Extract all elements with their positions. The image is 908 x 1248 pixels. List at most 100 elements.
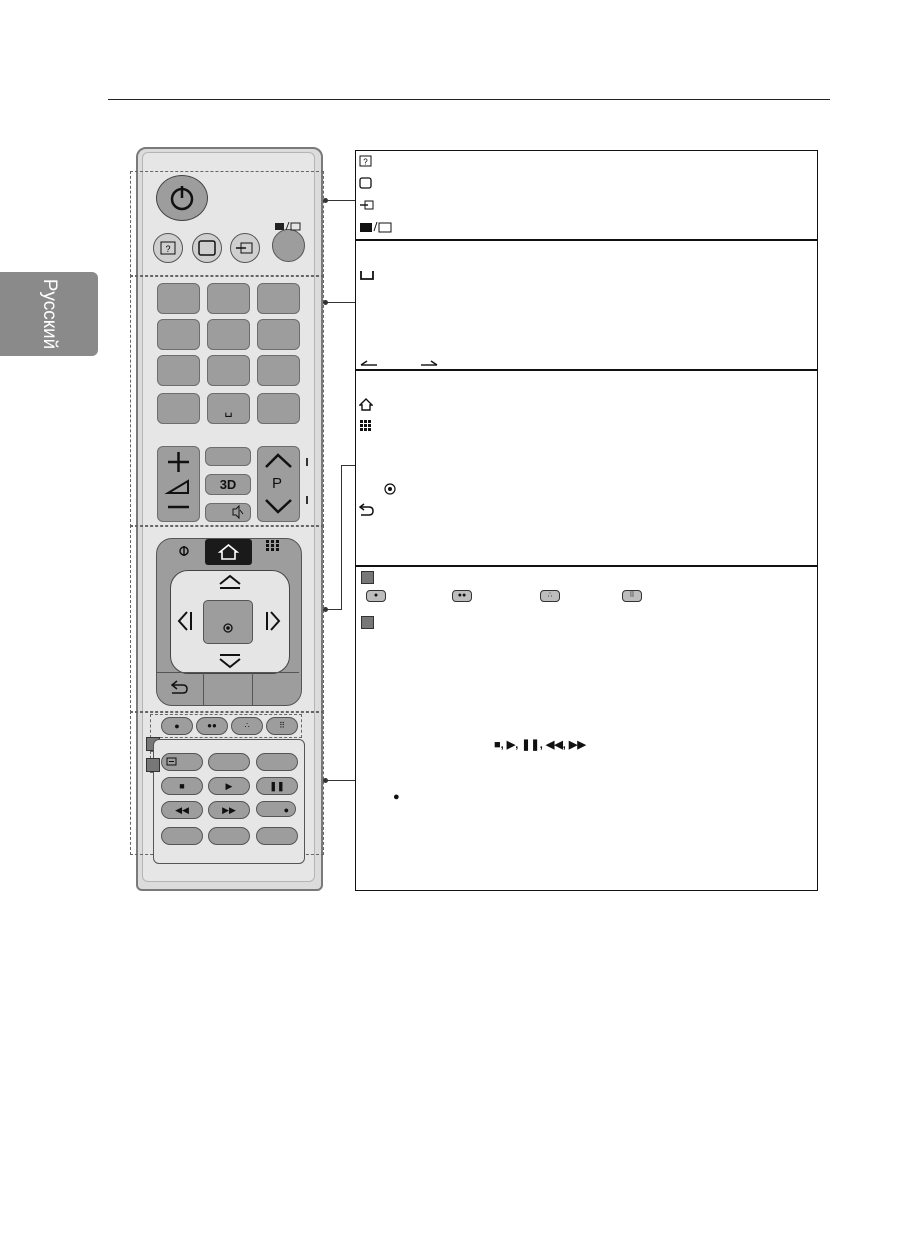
screen-icon [359,177,373,195]
home-button[interactable] [205,539,252,565]
green-key[interactable]: ●● [196,717,228,735]
number-key-2[interactable] [207,283,250,314]
center-key[interactable] [205,447,251,466]
section-marker-1-legend [361,571,374,584]
tv-radio-icon [274,218,302,236]
power-icon [170,186,194,211]
blue-key-legend: ⠿ [622,590,642,602]
guide-button[interactable] [203,672,253,705]
yellow-key[interactable]: ∴ [231,717,263,735]
space-icon: ␣ [224,402,233,417]
input-icon [359,199,375,217]
blue-key[interactable]: ⠿ [266,717,298,735]
home-icon [358,398,374,416]
ok-button[interactable] [203,600,253,644]
number-key-1[interactable] [157,283,200,314]
number-key-8[interactable] [207,355,250,386]
number-key-4[interactable] [157,319,200,350]
red-key[interactable]: ● [161,717,193,735]
mute-key[interactable] [205,503,251,522]
volume-rocker[interactable] [157,446,200,522]
bottom-key-3[interactable] [256,827,298,845]
section-marker-2-legend [361,616,374,629]
tv-radio-button[interactable] [272,229,305,262]
divider-1 [355,239,818,241]
3d-label: 3D [219,477,237,492]
playback-symbols: ■, ▶, ❚❚, ◀◀, ▶▶ [494,739,586,751]
help-button[interactable]: ? [153,233,183,263]
ok-icon [223,623,233,633]
svg-text:?: ? [363,158,368,167]
space-key[interactable]: ␣ [207,393,250,424]
page-up-mark [306,458,308,466]
number-key-9[interactable] [257,355,300,386]
number-key-6[interactable] [257,319,300,350]
record-key[interactable]: ● [256,801,296,817]
input-icon [236,242,253,254]
home-icon [217,543,240,560]
program-symbols [265,453,292,514]
leader-line-1 [326,200,356,201]
page-down-mark [306,496,308,504]
help-icon: ? [359,155,373,173]
text-key[interactable] [161,753,203,771]
leader-line-3a [326,609,342,610]
grid-icon[interactable] [264,538,282,557]
play-key[interactable]: ▶ [208,777,250,795]
program-rocker[interactable]: P [257,446,300,522]
power-button[interactable] [156,175,208,221]
q-menu-icon[interactable] [170,542,198,565]
space-icon [359,268,375,286]
grid-icon [359,419,373,437]
screen-icon [198,240,216,256]
mute-icon [232,504,244,520]
t-opt-key[interactable] [208,753,250,771]
bottom-key-1[interactable] [161,827,203,845]
header-rule [108,99,830,100]
ok-icon [383,482,397,501]
description-frame [355,150,818,891]
forward-key[interactable]: ▶▶ [208,801,250,819]
subtitle-key[interactable] [256,753,298,771]
list-key[interactable] [157,393,200,424]
leader-line-4 [326,780,356,781]
back-icon [170,680,188,694]
leader-line-3c [341,465,356,466]
back-icon [358,503,375,521]
screen-button[interactable] [192,233,222,263]
exit-button[interactable] [252,672,299,705]
pause-key[interactable]: ❚❚ [256,777,298,795]
yellow-key-legend: ∴ [540,590,560,602]
bottom-key-2[interactable] [208,827,250,845]
help-icon: ? [160,241,176,255]
back-button[interactable] [157,672,204,705]
red-key-legend: ● [366,590,386,602]
color-keys-frame [150,714,302,738]
leader-dot-4 [323,778,328,783]
green-key-legend: ●● [452,590,472,602]
program-label: P [272,475,283,492]
section-marker-2 [146,758,160,772]
number-key-3[interactable] [257,283,300,314]
record-symbol: ● [393,791,400,803]
input-button[interactable] [230,233,260,263]
number-key-7[interactable] [157,355,200,386]
svg-text:?: ? [165,244,170,254]
number-group-frame [130,275,324,527]
leader-line-3b [341,465,342,610]
number-key-5[interactable] [207,319,250,350]
divider-2 [355,369,818,371]
leader-dot-1 [323,198,328,203]
divider-3 [355,565,818,567]
arrow-left-icon [359,355,379,373]
flashback-key[interactable] [257,393,300,424]
leader-dot-2 [323,300,328,305]
nav-group-frame [130,525,324,713]
rewind-key[interactable]: ◀◀ [161,801,203,819]
3d-key[interactable]: 3D [205,474,251,495]
leader-line-2 [326,302,356,303]
direction-arrows [177,574,281,669]
teletext-icon [166,757,177,766]
tv-radio-icon [359,220,393,238]
stop-key[interactable]: ■ [161,777,203,795]
